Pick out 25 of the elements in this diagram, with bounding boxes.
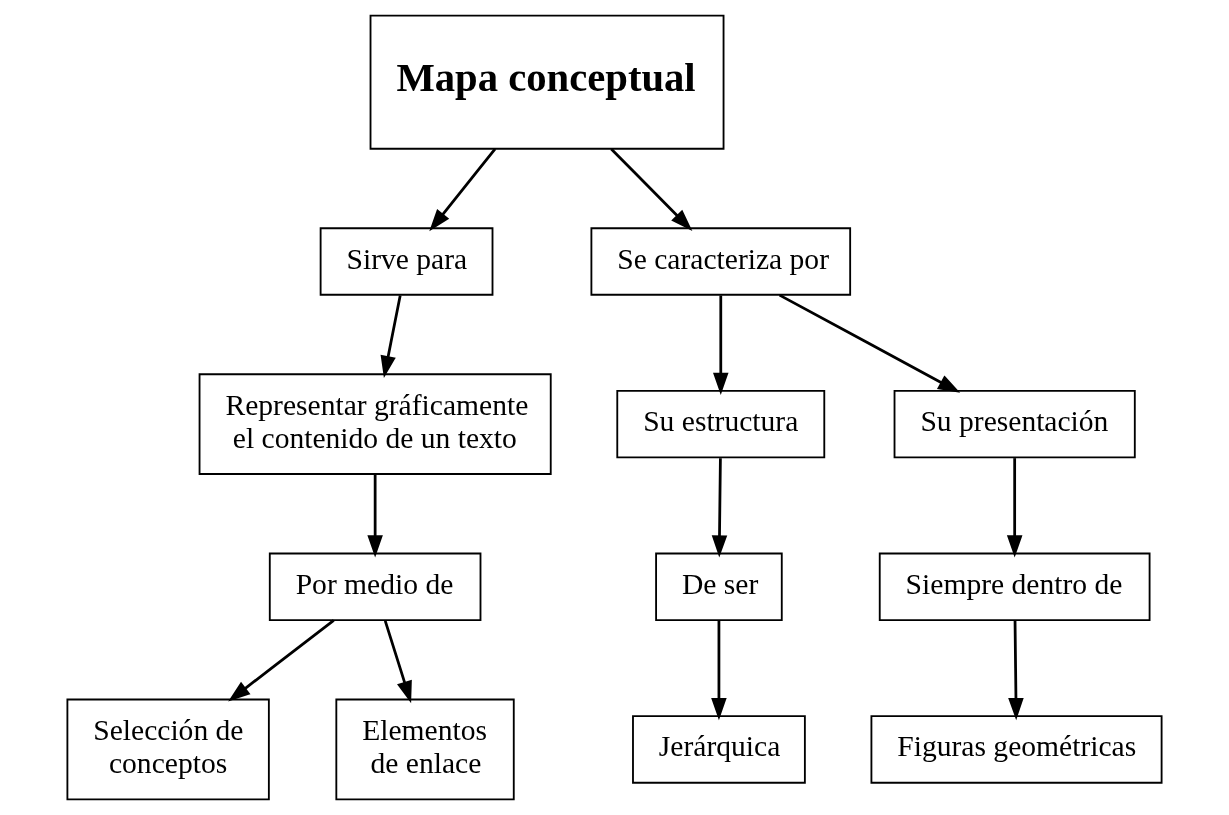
node-box: Elementos de enlace — [335, 698, 515, 801]
arrow — [367, 474, 383, 558]
arrow — [228, 619, 335, 702]
node-box: Se caracteriza por — [590, 227, 852, 296]
node-box: Sirve para — [319, 227, 494, 296]
node-box: Siempre dentro de — [878, 552, 1151, 621]
node-box: Representar gráficamente el contenido de un texto — [198, 373, 552, 475]
node-box: De ser — [655, 552, 783, 621]
arrow — [429, 148, 497, 232]
arrow — [778, 293, 961, 393]
arrow — [383, 620, 412, 704]
node-box: Mapa conceptual — [369, 14, 725, 150]
node-box: Su estructura — [616, 389, 826, 459]
node-box: Figuras geométricas — [870, 715, 1163, 784]
node-box: Su presentación — [893, 389, 1136, 459]
node-box: Jerárquica — [632, 715, 806, 784]
arrow — [380, 295, 402, 378]
arrow — [713, 295, 729, 395]
arrow — [1008, 620, 1024, 721]
node-box: Por medio de — [268, 552, 482, 621]
arrow — [711, 458, 728, 558]
arrow — [610, 147, 693, 231]
arrow — [1006, 458, 1023, 558]
node-box: Selección de conceptos — [66, 698, 270, 801]
arrow — [711, 620, 727, 721]
